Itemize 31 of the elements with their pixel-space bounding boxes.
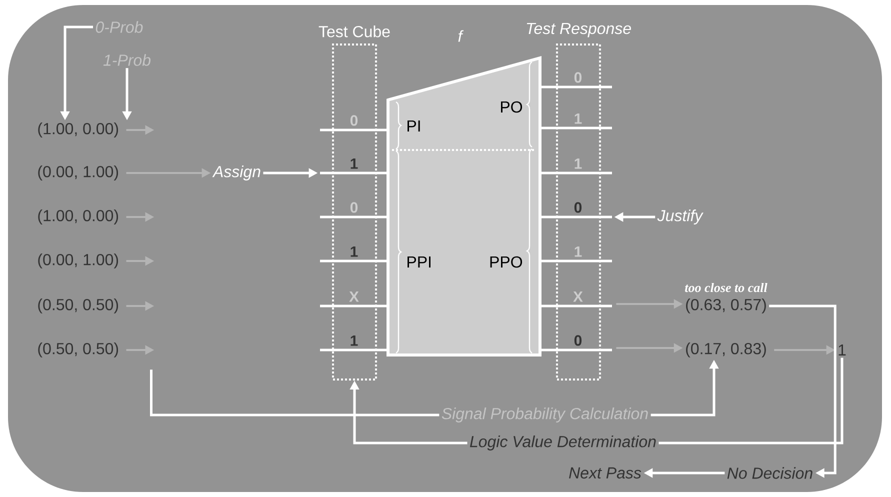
probability-pair: (0.00, 1.00) — [38, 166, 118, 180]
cell-value: 0 — [350, 115, 358, 126]
probability-pair: (0.50, 0.50) — [38, 298, 118, 314]
process-label: Next Pass — [569, 467, 642, 479]
cell-value: 0 — [574, 72, 582, 83]
arrow — [769, 304, 836, 478]
cell-value: 1 — [574, 113, 582, 124]
cell-value: 0 — [574, 202, 582, 213]
probability-pair: (0.00, 1.00) — [38, 254, 118, 268]
cell-value: 1 — [350, 335, 358, 346]
cell-value: X — [349, 291, 359, 302]
probability-pair: (0.50, 0.50) — [38, 342, 118, 358]
probability-pair: (1.00, 0.00) — [38, 122, 118, 138]
probability-pair: (0.17, 0.83) — [686, 342, 766, 358]
process-label: No Decision — [727, 467, 812, 479]
process-label: Logic Value Determination — [470, 436, 656, 450]
cell-value: 1 — [350, 246, 358, 257]
logic-value: 1 — [838, 344, 846, 356]
node-label: Test Response — [526, 22, 631, 38]
cell-value: 1 — [574, 158, 582, 169]
cell-value: 1 — [574, 246, 582, 257]
cell-value: X — [573, 291, 583, 302]
probability-pair: (0.63, 0.57) too close to call — [685, 282, 768, 314]
probability-pair: (1.00, 0.00) — [38, 210, 118, 224]
cell-value: 0 — [574, 335, 582, 346]
step-label: Justify — [657, 210, 704, 224]
cell-value: 0 — [350, 202, 358, 213]
node-label: f — [458, 30, 464, 42]
node-label: Test Cube — [318, 26, 390, 38]
step-label: Assign — [212, 166, 260, 180]
cell-value: 1 — [350, 158, 358, 169]
